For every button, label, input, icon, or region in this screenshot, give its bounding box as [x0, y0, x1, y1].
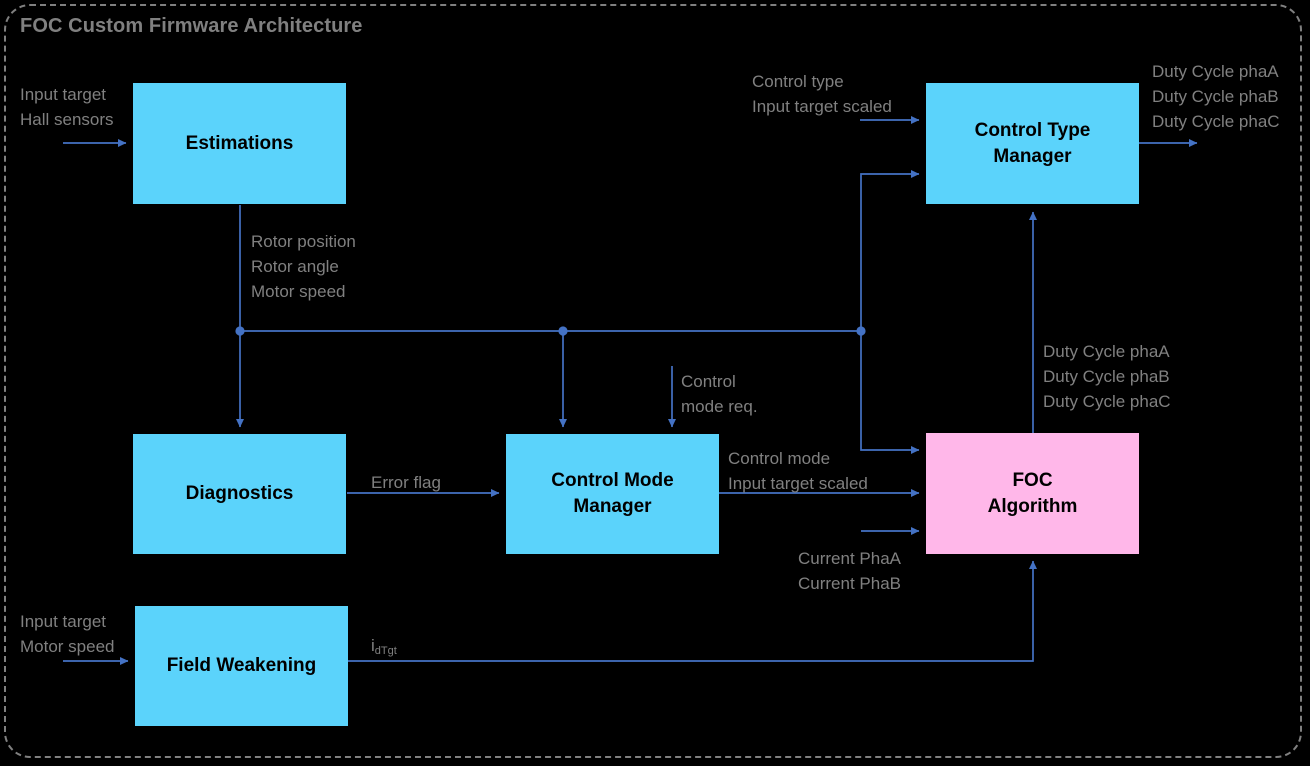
- block-diagnostics[interactable]: Diagnostics: [133, 434, 346, 554]
- label-current-input-line1: Current PhaA: [798, 549, 901, 568]
- label-id-target: idTgt: [371, 634, 397, 659]
- label-control-mode-output: Control mode Input target scaled: [728, 447, 868, 497]
- label-id-target-subscript: dTgt: [374, 645, 397, 657]
- label-field-weakening-input-line2: Motor speed: [20, 636, 115, 656]
- label-field-weakening-input: Input target Motor speed: [20, 610, 115, 660]
- block-estimations[interactable]: Estimations: [133, 83, 346, 204]
- label-control-mode-request: Control mode req.: [681, 370, 758, 420]
- block-diagnostics-label: Diagnostics: [185, 483, 294, 505]
- block-control-type-manager-label-line2: Manager: [993, 145, 1072, 167]
- label-duty-cycle-output-line2: Duty Cycle phaB: [1152, 86, 1279, 106]
- label-current-input: Current PhaA Current PhaB: [798, 547, 901, 597]
- wire-field-weakening-to-foc: [348, 560, 1038, 662]
- block-control-mode-manager-label-line2: Manager: [573, 496, 652, 517]
- label-control-mode-output-line2: Input target scaled: [728, 473, 868, 493]
- junction-dot-right: [856, 326, 866, 336]
- label-field-weakening-input-line1: Input target: [20, 612, 107, 631]
- label-estimations-output: Rotor position Rotor angle Motor speed: [251, 230, 356, 305]
- block-foc-algorithm-label-line1: FOC: [1012, 469, 1053, 491]
- label-estimations-input-line1: Input target: [20, 85, 107, 104]
- label-estimations-input: Input target Hall sensors: [20, 83, 114, 133]
- label-control-type-input-line1: Control type: [752, 72, 844, 91]
- block-foc-algorithm[interactable]: FOC Algorithm: [926, 433, 1139, 554]
- label-foc-duty-output-line1: Duty Cycle phaA: [1043, 342, 1170, 361]
- label-control-mode-request-line2: mode req.: [681, 396, 758, 416]
- label-estimations-output-line3: Motor speed: [251, 281, 346, 301]
- block-control-type-manager-label-line1: Control Type: [974, 119, 1091, 141]
- label-id-target-base: i: [371, 636, 375, 655]
- block-field-weakening-label: Field Weakening: [166, 655, 317, 677]
- label-foc-duty-output: Duty Cycle phaA Duty Cycle phaB Duty Cyc…: [1043, 340, 1171, 415]
- page-title: FOC Custom Firmware Architecture: [20, 15, 363, 37]
- block-control-type-manager[interactable]: Control Type Manager: [926, 83, 1139, 204]
- label-control-mode-output-line1: Control mode: [728, 449, 831, 468]
- label-control-mode-request-line1: Control: [681, 372, 736, 391]
- wire-bus-to-foc: [860, 331, 920, 455]
- label-estimations-output-line1: Rotor position: [251, 232, 356, 251]
- block-control-mode-manager-label-line1: Control Mode: [551, 470, 674, 492]
- block-foc-algorithm-label-line2: Algorithm: [987, 495, 1078, 517]
- wire-bus-to-control-type: [860, 169, 920, 331]
- label-control-type-input-line2: Input target scaled: [752, 96, 892, 116]
- block-estimations-label: Estimations: [185, 132, 294, 154]
- label-estimations-input-line2: Hall sensors: [20, 109, 114, 129]
- junction-dots: [235, 326, 866, 336]
- label-control-type-input: Control type Input target scaled: [752, 70, 892, 120]
- label-estimations-output-line2: Rotor angle: [251, 256, 339, 276]
- label-foc-duty-output-line3: Duty Cycle phaC: [1043, 391, 1171, 411]
- label-duty-cycle-output-line1: Duty Cycle phaA: [1152, 62, 1279, 81]
- label-duty-cycle-output: Duty Cycle phaA Duty Cycle phaB Duty Cyc…: [1152, 60, 1280, 135]
- block-field-weakening[interactable]: Field Weakening: [135, 606, 348, 726]
- junction-dot-estimations: [235, 326, 245, 336]
- label-duty-cycle-output-line3: Duty Cycle phaC: [1152, 111, 1280, 131]
- label-error-flag: Error flag: [371, 473, 441, 492]
- block-control-mode-manager[interactable]: Control Mode Manager: [506, 434, 719, 554]
- label-foc-duty-output-line2: Duty Cycle phaB: [1043, 366, 1170, 386]
- junction-dot-control-mode: [558, 326, 568, 336]
- label-current-input-line2: Current PhaB: [798, 573, 901, 593]
